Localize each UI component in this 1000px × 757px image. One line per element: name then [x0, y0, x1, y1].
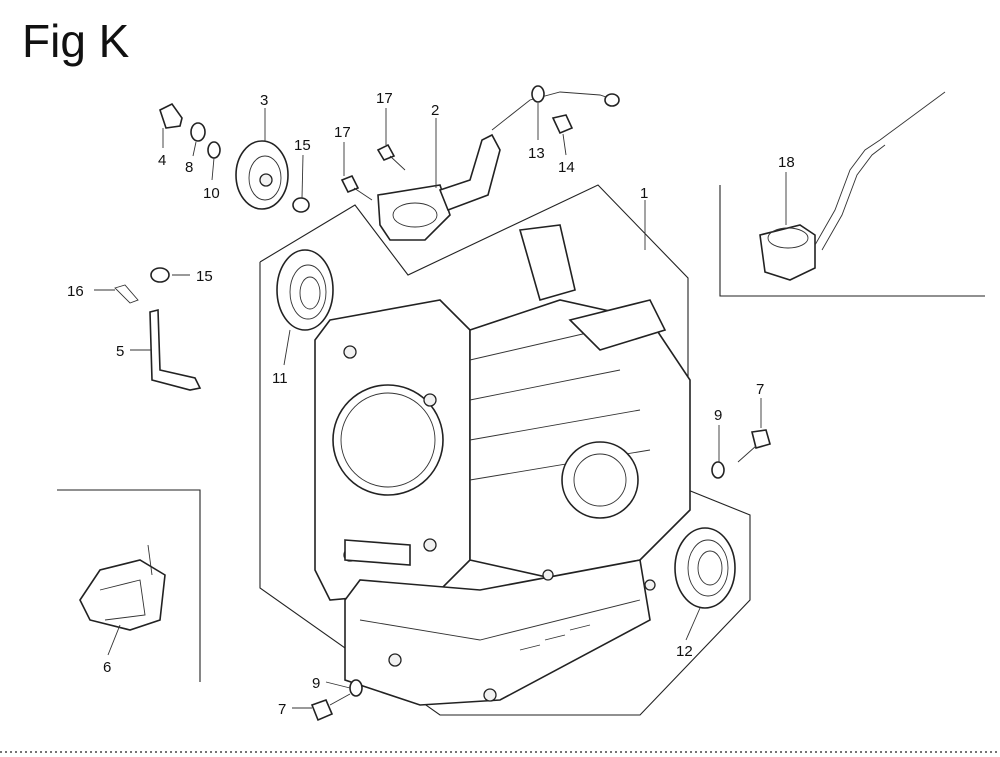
callout-15-lower: 15	[196, 268, 213, 285]
callout-9-bottom: 9	[312, 675, 320, 692]
callout-11: 11	[272, 370, 288, 387]
bolt-17-lower-part	[340, 174, 373, 201]
oil-seal-11-part	[276, 249, 334, 331]
clip-16-part	[114, 284, 139, 304]
governor-shaft-part	[149, 308, 202, 391]
fuel-strainer-18-part	[759, 91, 946, 281]
callout-labels: 1 2 3 4 5 6 7 7 8 9 9 10 11 12 13 14 15 …	[67, 90, 795, 718]
oil-seal-12-part	[674, 527, 736, 609]
washer-9-bottom-part	[349, 679, 363, 697]
callout-15-upper: 15	[294, 137, 311, 154]
callout-4: 4	[158, 152, 166, 169]
washer-9-right-part	[711, 461, 725, 479]
group-boundary-fuel-tube	[719, 185, 985, 297]
breather-6-part	[79, 544, 166, 631]
figure-title: Fig K	[22, 15, 130, 67]
callout-5: 5	[116, 343, 124, 360]
group-boundary-breather	[57, 489, 201, 682]
pin-4-part	[159, 102, 183, 129]
callout-7-bottom: 7	[278, 701, 286, 718]
crankcase-part	[314, 224, 691, 706]
nut-15-upper-part	[292, 197, 310, 213]
callout-6: 6	[103, 659, 111, 676]
callout-1: 1	[640, 185, 648, 202]
callout-3: 3	[260, 92, 268, 109]
callout-18: 18	[778, 154, 795, 171]
callout-2: 2	[431, 102, 439, 119]
washer-10-part	[207, 141, 221, 159]
bolt-7-right-part	[737, 429, 771, 463]
callout-8: 8	[185, 159, 193, 176]
leader-lines	[94, 103, 787, 709]
nut-14-part	[551, 114, 574, 135]
callout-13: 13	[528, 145, 545, 162]
callout-16: 16	[67, 283, 84, 300]
callout-10: 10	[203, 185, 220, 202]
nut-15-lower-part	[150, 267, 170, 283]
washer-8-part	[190, 122, 206, 142]
bolt-7-bottom-part	[310, 693, 351, 722]
oil-fitting-2-part	[377, 85, 620, 241]
callout-7-right: 7	[756, 381, 764, 398]
bolt-17-upper-part	[376, 143, 406, 171]
callout-14: 14	[558, 159, 575, 176]
governor-gear-part	[235, 140, 289, 210]
callout-17-upper: 17	[376, 90, 393, 107]
callout-12: 12	[676, 643, 693, 660]
callout-9-right: 9	[714, 407, 722, 424]
callout-17-lower: 17	[334, 124, 351, 141]
